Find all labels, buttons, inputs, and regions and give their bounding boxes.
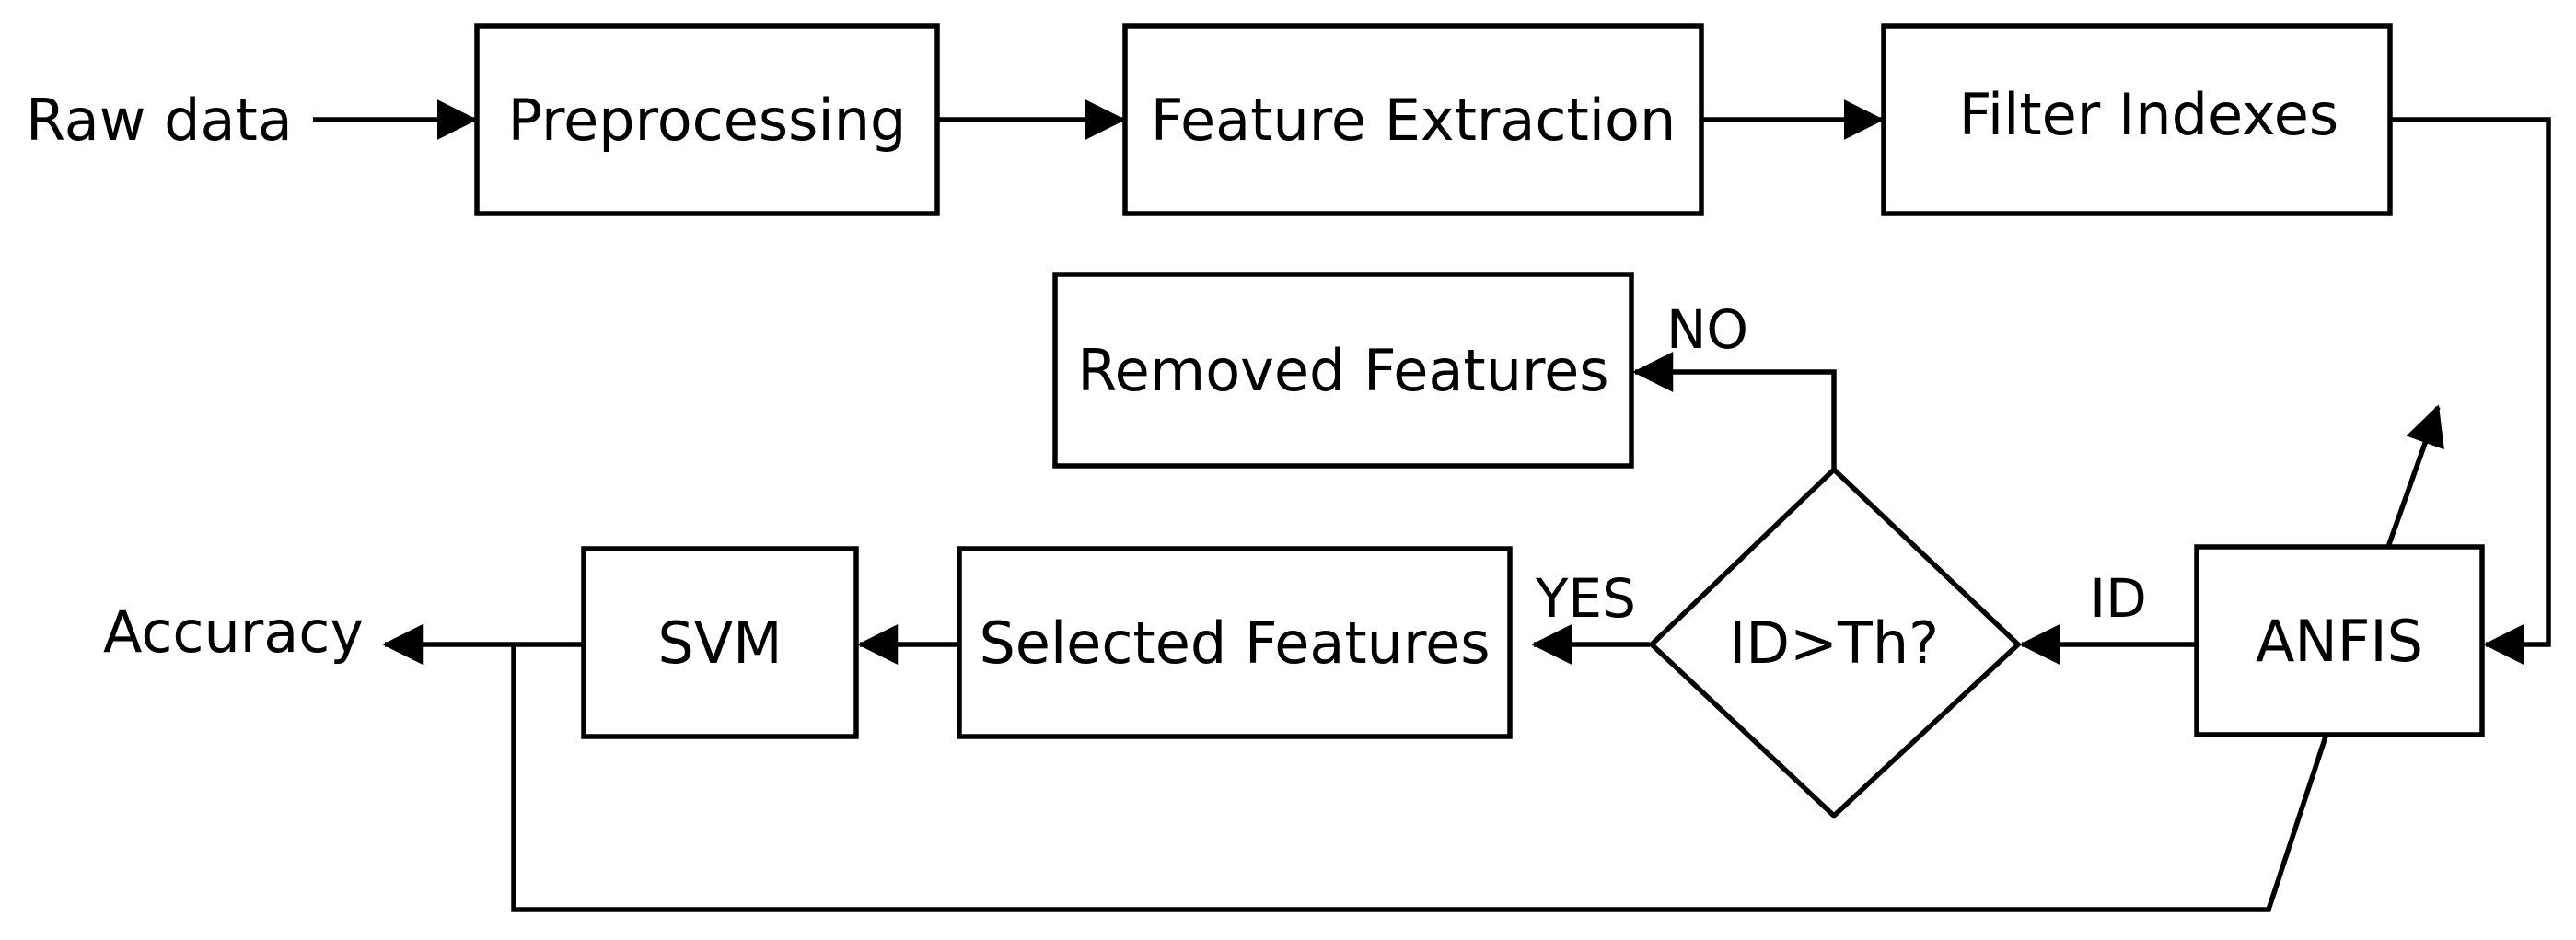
edge-feedback-loop: [511, 644, 2328, 912]
removed-features-node: Removed Features: [1052, 272, 1634, 469]
anfis-tuning-arrow: [2385, 404, 2444, 548]
filter-indexes-node: Filter Indexes: [1881, 23, 2393, 216]
decision-node: ID>Th?: [1648, 466, 2023, 819]
anfis-node: ANFIS: [2194, 544, 2485, 737]
edge-decision-to-removed: [1632, 352, 1837, 470]
removed-features-label: Removed Features: [1077, 337, 1608, 404]
edge-filter-to-anfis: [2392, 117, 2551, 665]
raw-data-label: Raw data: [26, 87, 293, 154]
selected-features-node: Selected Features: [957, 546, 1513, 739]
feature-extraction-label: Feature Extraction: [1151, 87, 1677, 154]
preprocessing-label: Preprocessing: [508, 87, 907, 154]
preprocessing-node: Preprocessing: [474, 23, 940, 216]
id-label: ID: [2090, 567, 2147, 630]
anfis-label: ANFIS: [2256, 608, 2423, 675]
feature-extraction-node: Feature Extraction: [1122, 23, 1704, 216]
yes-label: YES: [1535, 567, 1636, 630]
selected-features-label: Selected Features: [979, 609, 1490, 677]
no-label: NO: [1666, 298, 1748, 361]
filter-indexes-label: Filter Indexes: [1959, 81, 2338, 148]
svm-label: SVM: [657, 609, 782, 677]
accuracy-label: Accuracy: [103, 598, 364, 666]
decision-label: ID>Th?: [1729, 609, 1939, 677]
svm-node: SVM: [581, 546, 859, 739]
